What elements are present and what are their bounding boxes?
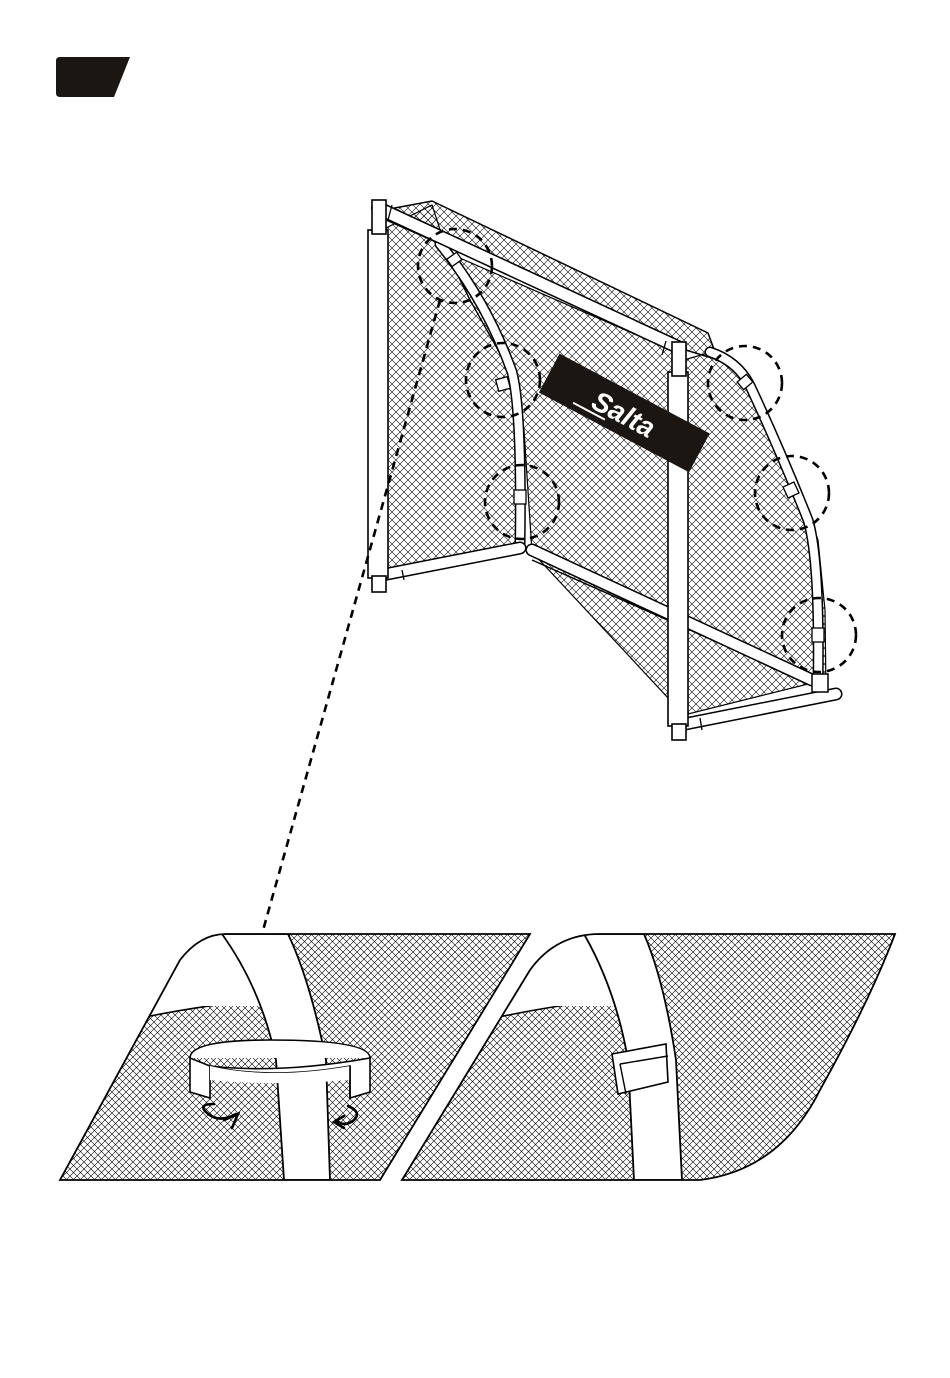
callout-leader-line [262,300,440,934]
left-front-post [368,200,388,592]
goal: Salta [368,200,836,740]
right-front-post [668,342,688,740]
